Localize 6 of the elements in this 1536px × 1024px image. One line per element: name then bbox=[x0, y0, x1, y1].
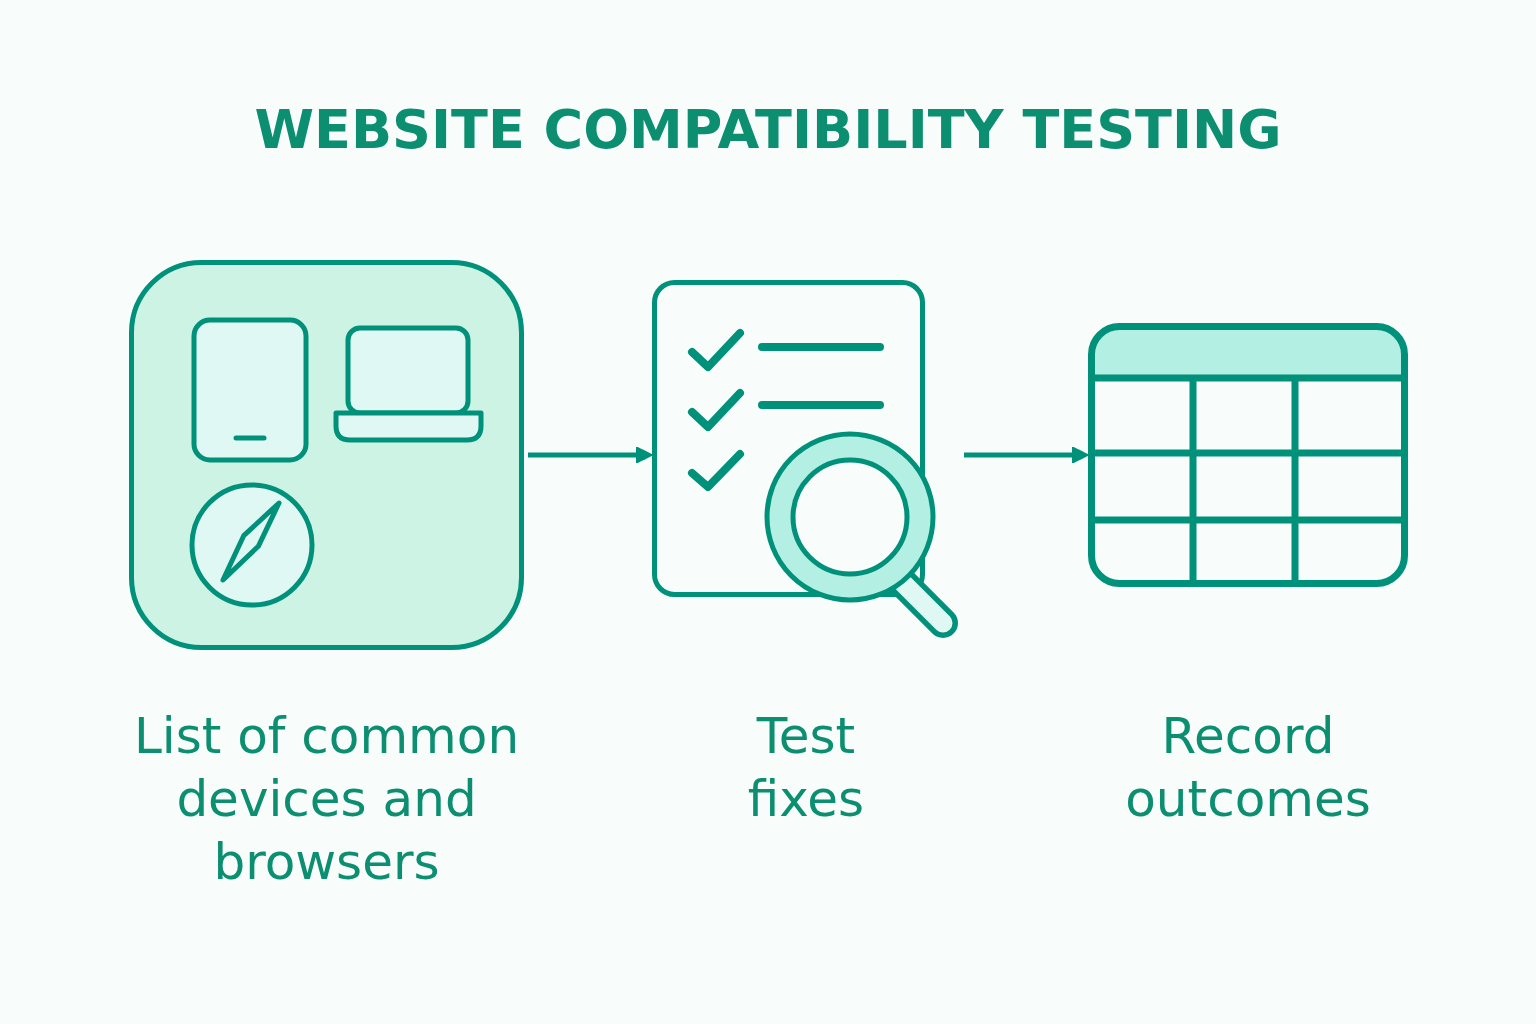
node-label: List of common devices and browsers bbox=[133, 707, 519, 891]
node-label: Test fixes bbox=[747, 707, 864, 828]
arrow bbox=[963, 446, 1089, 464]
title: WEBSITE COMPATIBILITY TESTING bbox=[254, 98, 1282, 163]
arrow bbox=[527, 446, 653, 464]
node-label: Record outcomes bbox=[1124, 707, 1371, 828]
